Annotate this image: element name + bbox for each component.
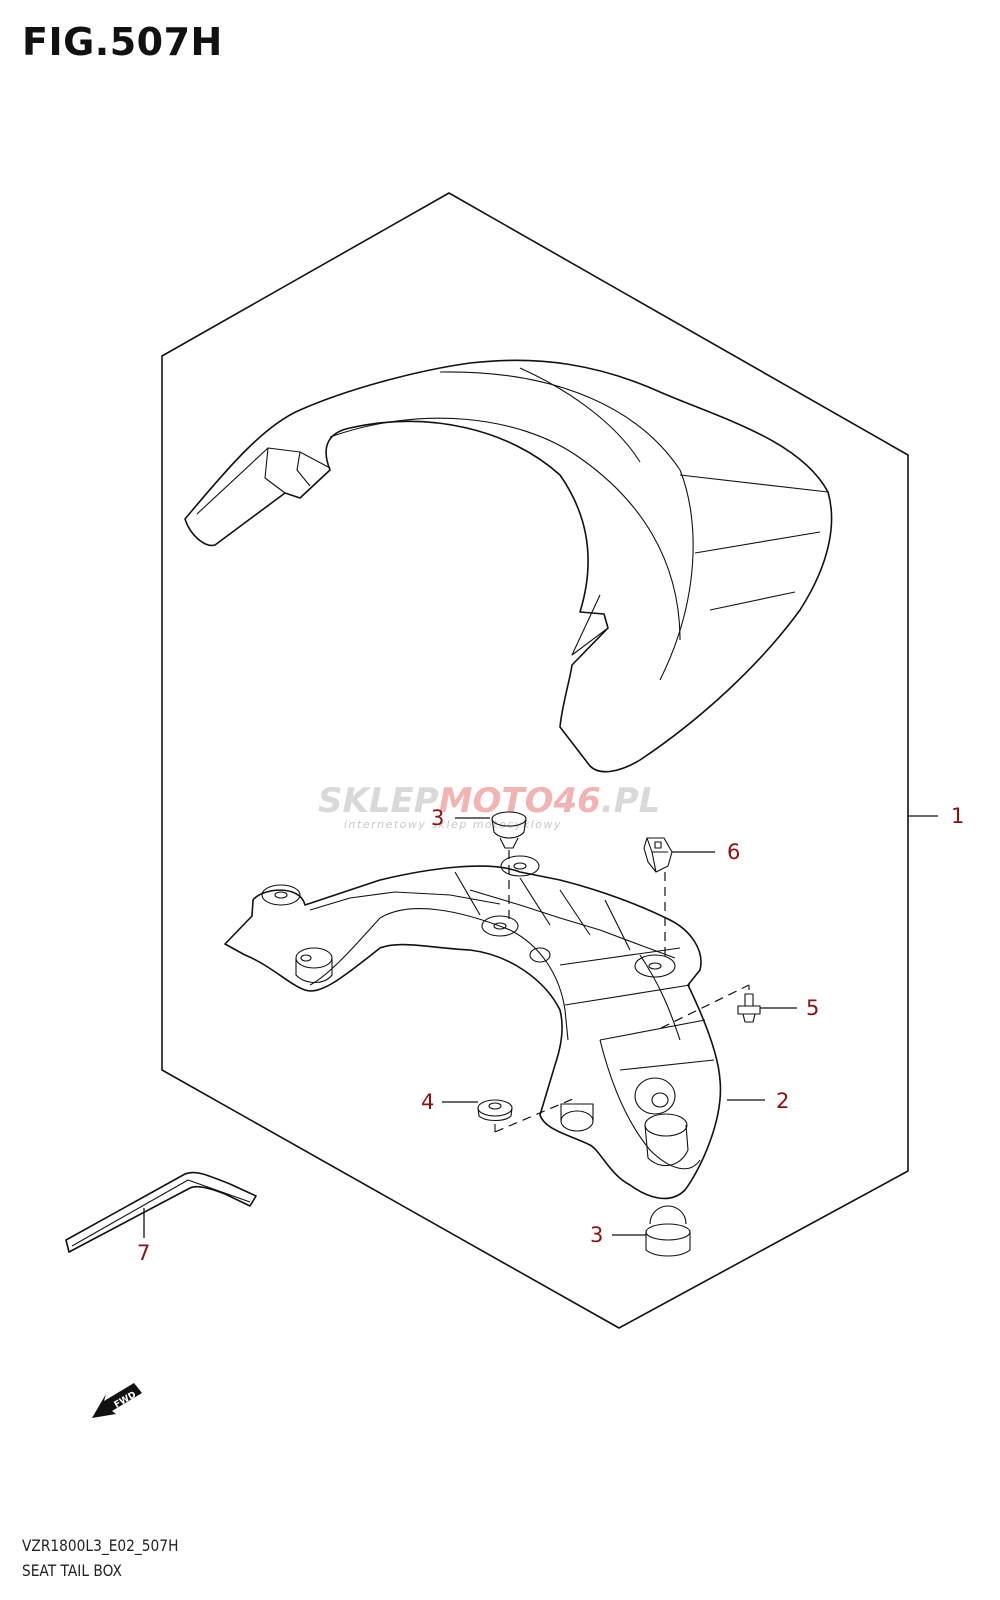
watermark-brand: SKLEPMOTO46.PL <box>318 781 660 821</box>
callout-label: 2 <box>776 1089 789 1113</box>
watermark-tagline: internetowy sklep motocyklowy <box>344 818 562 831</box>
figure-title: FIG.507H <box>22 20 223 64</box>
callout-label: 1 <box>951 804 964 828</box>
fwd-arrow: FWD <box>92 1383 142 1418</box>
callout-label: 7 <box>137 1241 150 1265</box>
callout-2: 2 <box>727 1089 789 1113</box>
callout-label: 4 <box>421 1090 434 1114</box>
cushion-lower <box>645 1205 691 1257</box>
callout-3-upper: 3 <box>431 806 490 830</box>
callout-label: 6 <box>727 840 740 864</box>
callout-6: 6 <box>672 840 740 864</box>
hex-wrench <box>65 1171 257 1253</box>
callout-label: 5 <box>806 996 819 1020</box>
bracket <box>224 855 722 1200</box>
callout-3-lower: 3 <box>590 1223 646 1247</box>
callout-7: 7 <box>137 1208 150 1265</box>
callout-label: 3 <box>431 806 444 830</box>
callout-4: 4 <box>421 1090 478 1114</box>
screw <box>737 993 761 1023</box>
figure-name: SEAT TAIL BOX <box>22 1561 122 1580</box>
seat-tail-cover <box>184 359 833 773</box>
cushion-small <box>477 1099 513 1122</box>
guide-screw <box>660 984 750 1029</box>
assembly-boundary <box>161 192 909 1329</box>
figure-model-code: VZR1800L3_E02_507H <box>22 1536 179 1555</box>
nut <box>643 837 673 873</box>
cushion-upper <box>491 811 527 849</box>
callout-1: 1 <box>908 804 964 828</box>
callout-5: 5 <box>760 996 819 1020</box>
callout-label: 3 <box>590 1223 603 1247</box>
guide-cushion-small <box>494 1097 576 1133</box>
watermark: SKLEPMOTO46.PL internetowy sklep motocyk… <box>318 781 660 831</box>
